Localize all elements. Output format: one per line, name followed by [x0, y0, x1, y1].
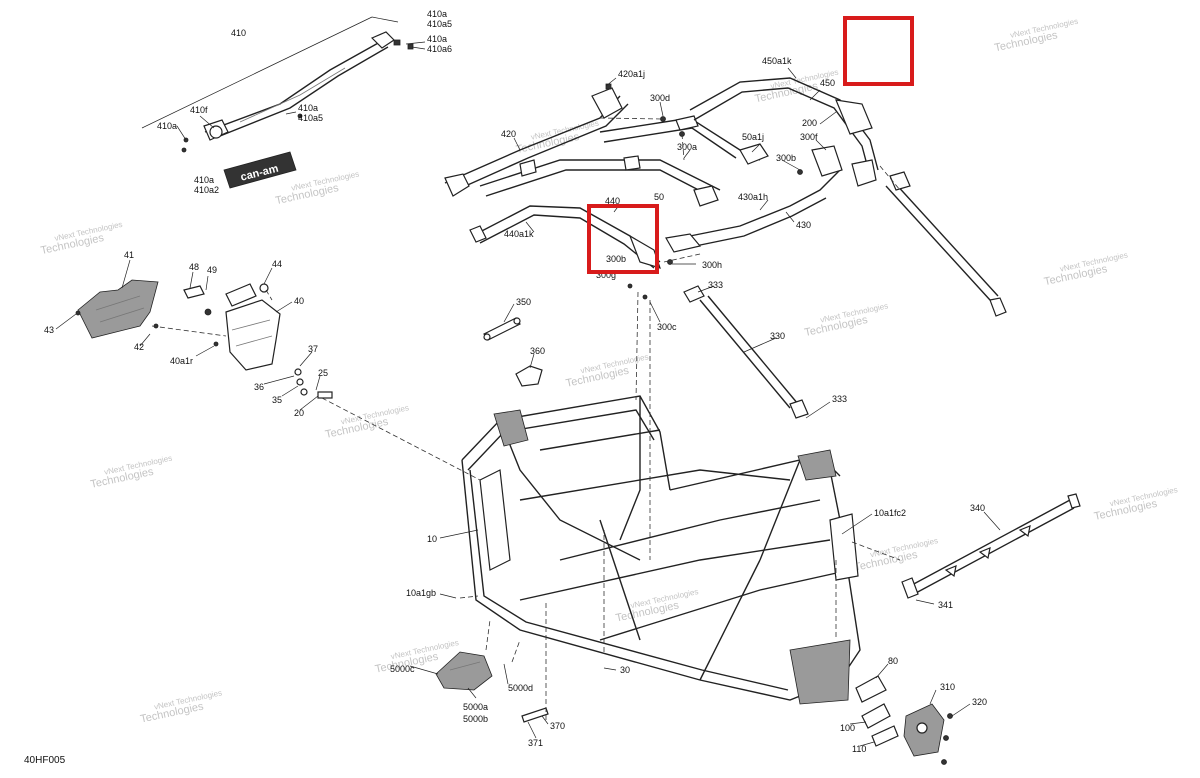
callout-10a1gb[interactable]: 10a1gb	[406, 588, 436, 598]
callout-300h[interactable]: 300h	[702, 260, 722, 270]
part-350-link[interactable]	[483, 317, 521, 341]
callout-41[interactable]: 41	[124, 250, 134, 260]
callout-200[interactable]: 200	[802, 118, 817, 128]
callout-410a[interactable]: 410a	[194, 175, 214, 185]
callout-410a[interactable]: 410a	[157, 121, 177, 131]
callout-310[interactable]: 310	[940, 682, 955, 692]
callout-25[interactable]: 25	[318, 368, 328, 378]
callout-36[interactable]: 36	[254, 382, 264, 392]
callout-110[interactable]: 110	[852, 744, 866, 754]
callout-410a2[interactable]: 410a2	[194, 185, 219, 195]
callout-410a5[interactable]: 410a5	[298, 113, 323, 123]
callout-340[interactable]: 340	[970, 503, 985, 513]
callout-300a[interactable]: 300a	[677, 142, 697, 152]
callout-410a[interactable]: 410a	[298, 103, 318, 113]
callout-450a1k[interactable]: 450a1k	[762, 56, 792, 66]
callout-410f[interactable]: 410f	[190, 105, 208, 115]
callout-300f[interactable]: 300f	[800, 132, 818, 142]
callout-49[interactable]: 49	[207, 265, 217, 275]
callout-50a1j[interactable]: 50a1j	[742, 132, 764, 142]
part-110-bracket[interactable]	[871, 725, 899, 747]
callout-40a1r[interactable]: 40a1r	[170, 356, 193, 366]
callout-333[interactable]: 333	[832, 394, 847, 404]
callout-410a6[interactable]: 410a6	[427, 44, 452, 54]
part-370-clip[interactable]	[521, 707, 549, 723]
part-410a2-decal[interactable]: can-am	[223, 151, 297, 189]
callout-300d[interactable]: 300d	[650, 93, 670, 103]
part-410-upper-bar[interactable]	[141, 16, 414, 153]
assembly-lines	[151, 289, 901, 720]
callout-410a[interactable]: 410a	[427, 34, 447, 44]
callout-450[interactable]: 450	[820, 78, 835, 88]
callout-43[interactable]: 43	[44, 325, 54, 335]
part-80-bracket[interactable]	[855, 675, 887, 703]
callout-333[interactable]: 333	[708, 280, 723, 290]
callout-labels: 410a 410a5 410a 410a6 410 410f 410a 410a…	[44, 9, 987, 754]
part-360-bracket[interactable]	[515, 365, 543, 387]
callout-350[interactable]: 350	[516, 297, 531, 307]
part-450-rear-roof-bar[interactable]	[689, 77, 879, 187]
part-310-mount[interactable]	[903, 703, 953, 765]
part-440-side-roof-bar[interactable]	[469, 205, 661, 269]
callout-440[interactable]: 440	[605, 196, 620, 206]
callout-300c[interactable]: 300c	[657, 322, 677, 332]
callout-320[interactable]: 320	[972, 697, 987, 707]
part-20-pin-stack[interactable]	[294, 368, 333, 399]
callout-330[interactable]: 330	[770, 331, 785, 341]
callout-410a5[interactable]: 410a5	[427, 19, 452, 29]
callout-360[interactable]: 360	[530, 346, 545, 356]
callout-80[interactable]: 80	[888, 656, 898, 666]
part-330-rear-strut[interactable]	[683, 285, 809, 419]
callout-300g[interactable]: 300g	[596, 270, 616, 280]
callout-20[interactable]: 20	[294, 408, 304, 418]
callout-5000d[interactable]: 5000d	[508, 683, 533, 693]
part-10-main-frame[interactable]	[461, 395, 861, 705]
callout-410a[interactable]: 410a	[427, 9, 447, 19]
part-41-cover[interactable]	[77, 279, 159, 339]
callout-341[interactable]: 341	[938, 600, 953, 610]
callout-300b[interactable]: 300b	[606, 254, 626, 264]
callout-30[interactable]: 30	[620, 665, 630, 675]
part-5000a-skid[interactable]	[435, 651, 493, 691]
callout-35[interactable]: 35	[272, 395, 282, 405]
callout-100[interactable]: 100	[840, 723, 855, 733]
callout-10[interactable]: 10	[427, 534, 437, 544]
callout-50[interactable]: 50	[654, 192, 664, 202]
document-code: 40HF005	[24, 755, 66, 766]
part-420-front-roof-bar[interactable]	[444, 83, 629, 197]
callout-48[interactable]: 48	[189, 262, 199, 272]
callout-40[interactable]: 40	[294, 296, 304, 306]
callout-420a1j[interactable]: 420a1j	[618, 69, 645, 79]
callout-440a1k[interactable]: 440a1k	[504, 229, 534, 239]
callout-37[interactable]: 37	[308, 344, 318, 354]
callout-10a1fc2[interactable]: 10a1fc2	[874, 508, 906, 518]
callout-5000c[interactable]: 5000c	[390, 664, 415, 674]
callout-371[interactable]: 371	[528, 738, 543, 748]
part-340-tube[interactable]	[901, 493, 1081, 599]
highlight-box-empty	[843, 16, 914, 86]
part-100-bracket[interactable]	[861, 703, 891, 729]
callout-44[interactable]: 44	[272, 259, 282, 269]
part-430-side-roof-bar[interactable]	[665, 145, 843, 253]
roof-hardware	[599, 116, 803, 300]
callout-42[interactable]: 42	[134, 342, 144, 352]
part-300a-roof-support[interactable]	[599, 115, 769, 165]
highlight-box-300b	[587, 204, 659, 274]
callout-5000a[interactable]: 5000a	[463, 702, 488, 712]
callout-300b[interactable]: 300b	[776, 153, 796, 163]
part-50-center-cross-bar[interactable]	[479, 155, 721, 207]
callout-5000b[interactable]: 5000b	[463, 714, 488, 724]
callout-430a1h[interactable]: 430a1h	[738, 192, 768, 202]
callout-430[interactable]: 430	[796, 220, 811, 230]
part-40-bracket[interactable]	[75, 283, 281, 371]
part-rear-right-strut[interactable]	[879, 165, 1007, 317]
callout-420[interactable]: 420	[501, 129, 516, 139]
callout-leaders	[55, 41, 1001, 747]
callout-410[interactable]: 410	[231, 28, 246, 38]
callout-370[interactable]: 370	[550, 721, 565, 731]
